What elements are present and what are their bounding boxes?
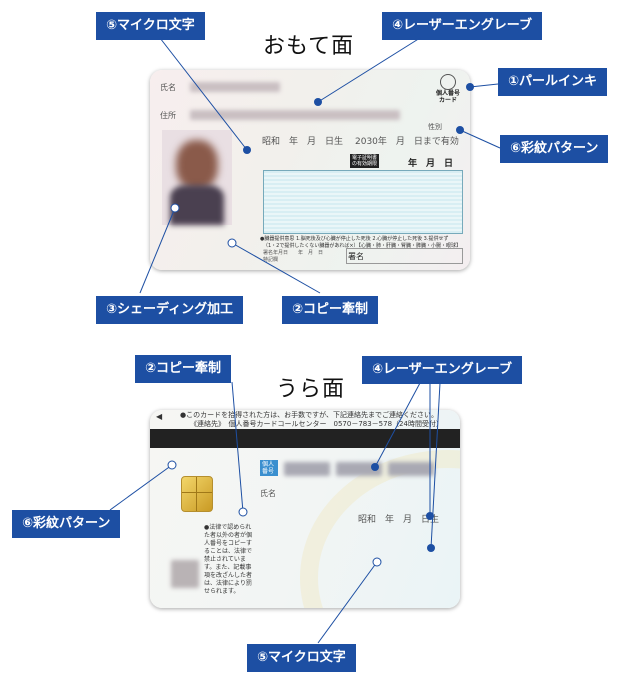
leader-pearl bbox=[469, 83, 499, 88]
pearl-ink-logo: 個人番号 カード bbox=[434, 74, 462, 108]
back-notice-text: ●法律で認められた者以外の者が個人番号をコピーすることは、法律で禁止されています… bbox=[204, 524, 253, 595]
front-name-label: 氏名 bbox=[160, 83, 176, 92]
photo bbox=[162, 130, 232, 225]
back-qr-blur bbox=[171, 560, 199, 588]
back-number-blur-3 bbox=[388, 462, 434, 476]
marker-laser-back-3 bbox=[427, 544, 435, 552]
date-label-2: 署名年月日 年 月 日 bbox=[263, 250, 324, 256]
logo-text: 個人番号 カード bbox=[435, 90, 460, 104]
rabbit-icon bbox=[440, 74, 456, 90]
leader-copy-front bbox=[231, 242, 321, 294]
label-copy-back: ②コピー牽制 bbox=[135, 355, 232, 383]
label-micro-front: ⑤マイクロ文字 bbox=[96, 12, 205, 40]
photo-face bbox=[176, 140, 218, 190]
front-birth-text: 昭和 年 月 日生 bbox=[262, 137, 344, 147]
back-card: ◀ ●このカードを拾得された方は、お手数ですが、下記連絡先までご連絡ください。 … bbox=[150, 410, 460, 608]
leader-laser-back-3 bbox=[430, 382, 441, 549]
leader-laser-front bbox=[317, 37, 421, 103]
marker-shading bbox=[170, 203, 180, 213]
leader-micro-front bbox=[159, 37, 248, 151]
marker-laser-back-1 bbox=[371, 463, 379, 471]
magnetic-stripe bbox=[150, 429, 460, 448]
back-number-blur-2 bbox=[336, 462, 382, 476]
back-name-label: 氏名 bbox=[260, 489, 276, 498]
ic-chip-line-v bbox=[196, 477, 197, 511]
signature-box bbox=[346, 248, 463, 264]
front-date-text: 年 月 日 bbox=[408, 159, 454, 169]
ic-chip-line-h bbox=[182, 492, 212, 493]
label-pearl: ①パールインキ bbox=[498, 68, 608, 96]
front-name-blur bbox=[190, 82, 280, 92]
leader-pattern-back bbox=[109, 464, 173, 511]
front-card: 氏名 住所 個人番号 カード 性別 昭和 年 月 日生 2030年 月 日まで有… bbox=[150, 70, 470, 270]
leader-laser-back-1 bbox=[374, 382, 421, 468]
marker-pearl bbox=[466, 83, 474, 91]
ic-chip bbox=[181, 476, 213, 512]
label-micro-back: ⑤マイクロ文字 bbox=[247, 644, 356, 672]
front-sex-label: 性別 bbox=[428, 123, 442, 131]
leader-copy-back bbox=[231, 381, 244, 513]
back-top-note-1: ●このカードを拾得された方は、お手数ですが、下記連絡先までご連絡ください。 bbox=[180, 411, 438, 419]
signature-label: 署名 bbox=[348, 252, 364, 261]
marker-pattern-back bbox=[167, 460, 177, 470]
label-copy-front: ②コピー牽制 bbox=[282, 296, 379, 324]
label-pattern-back: ⑥彩紋パターン bbox=[12, 510, 121, 538]
marker-laser-front bbox=[314, 98, 322, 106]
marker-micro-back bbox=[372, 557, 382, 567]
front-address-blur bbox=[190, 110, 400, 120]
special-label: 特記欄 bbox=[263, 257, 279, 263]
back-heading: うら面 bbox=[276, 377, 346, 402]
donor-text: ●臓器提供意思 1.脳死後及び心臓が停止した死後 2.心臓が停止した死後 3.提… bbox=[260, 236, 449, 242]
front-expiry-text: 2030年 月 日まで有効 bbox=[355, 137, 459, 147]
front-heading: おもて面 bbox=[263, 34, 355, 59]
e-cert-label: 電子証明書 の有効期限 bbox=[350, 154, 380, 168]
marker-pattern-front bbox=[456, 126, 464, 134]
back-number-blur-1 bbox=[284, 462, 330, 476]
back-number-label: 個人番号 bbox=[260, 460, 278, 476]
leader-pattern-front bbox=[459, 129, 501, 149]
back-top-note-2: 《連絡先》 個人番号カードコールセンター 0570－783－578（24時間受付… bbox=[190, 420, 443, 428]
back-birth-text: 昭和 年 月 日生 bbox=[358, 515, 440, 525]
label-shading: ③シェーディング加工 bbox=[96, 296, 244, 324]
leader-micro-back bbox=[317, 561, 378, 644]
photo-body bbox=[170, 185, 224, 225]
marker-copy-back bbox=[238, 507, 248, 517]
leader-shading bbox=[139, 207, 176, 294]
marker-laser-back-2 bbox=[426, 512, 434, 520]
front-address-label: 住所 bbox=[160, 111, 176, 120]
front-number-box bbox=[263, 170, 463, 234]
marker-micro-front bbox=[243, 146, 251, 154]
label-laser-back: ④レーザーエングレーブ bbox=[362, 356, 522, 384]
marker-copy-front bbox=[227, 238, 237, 248]
donor-text-2: （1・2で提供したくない臓器があれば×）【心臓・肺・肝臓・腎臓・膵臓・小腸・眼球… bbox=[263, 243, 462, 249]
label-pattern-front: ⑥彩紋パターン bbox=[500, 135, 609, 163]
label-laser-front: ④レーザーエングレーブ bbox=[382, 12, 542, 40]
arrow-icon: ◀ bbox=[156, 412, 163, 421]
